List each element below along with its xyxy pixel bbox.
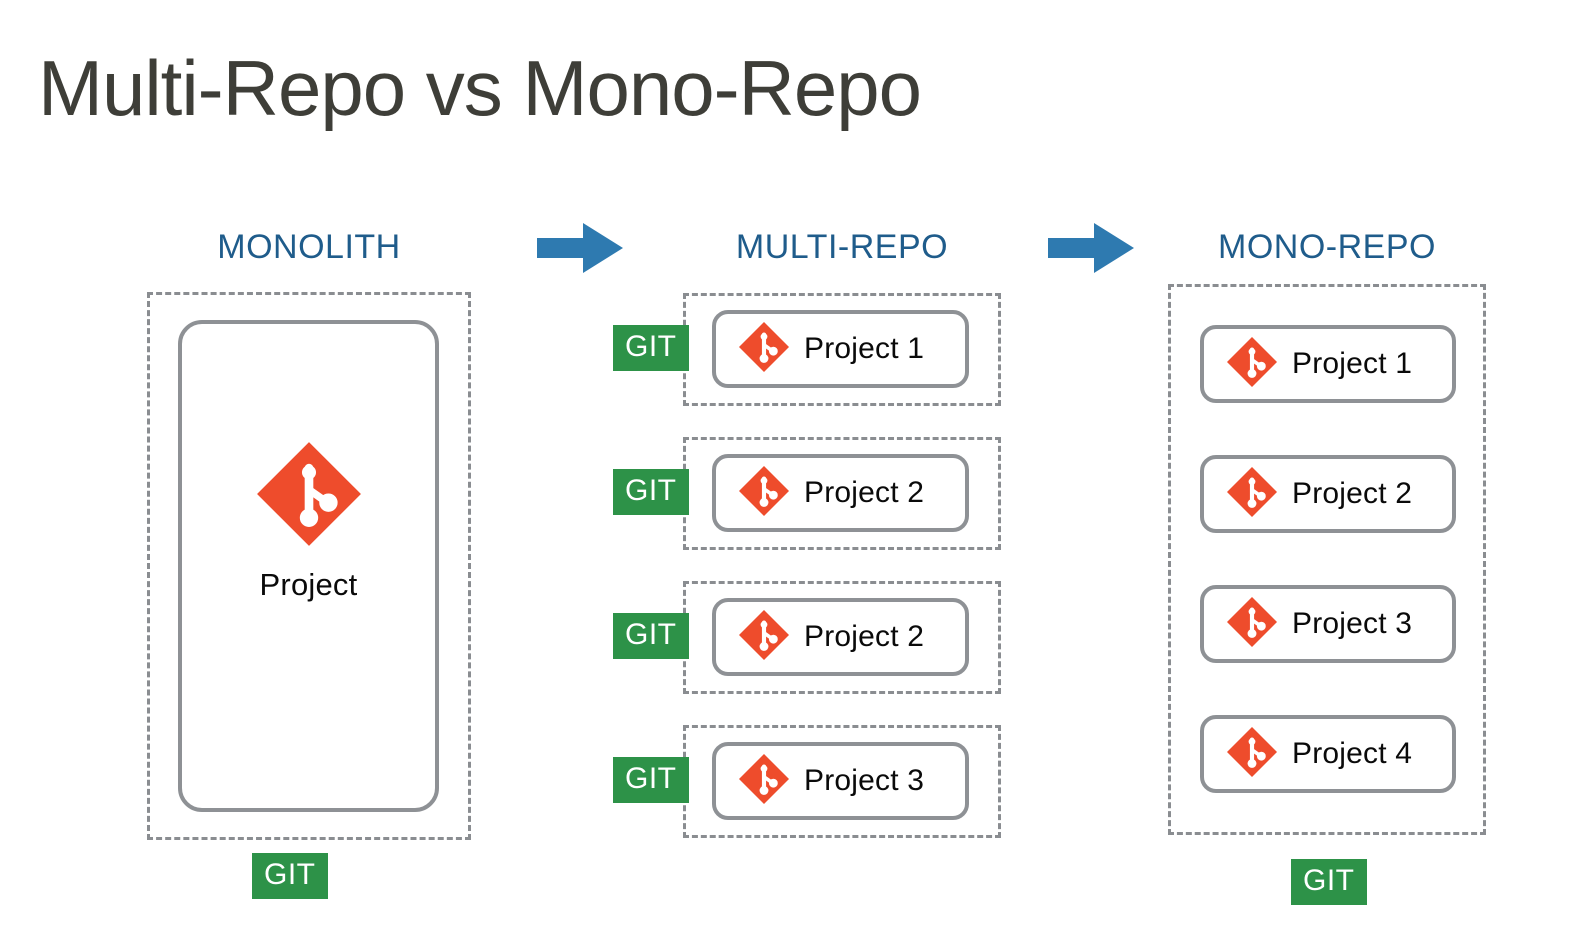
git-logo-icon	[1226, 466, 1278, 523]
git-logo-icon	[738, 609, 790, 666]
arrow-monolith-to-multirepo-icon	[535, 219, 625, 277]
git-logo-icon	[255, 440, 363, 553]
multirepo-git-badge-1: GIT	[613, 325, 689, 371]
monolith-project-label: Project	[259, 567, 358, 602]
multirepo-project-label-4: Project 3	[804, 764, 925, 797]
git-logo-icon	[1226, 336, 1278, 393]
monolith-project-box[interactable]	[178, 320, 439, 812]
monorepo-git-badge: GIT	[1291, 859, 1367, 905]
git-logo-icon	[738, 465, 790, 522]
multirepo-row-1[interactable]: GIT Project 1	[613, 293, 1001, 406]
monolith-project-content: Project	[178, 440, 439, 603]
multirepo-git-badge-3: GIT	[613, 613, 689, 659]
page-title: Multi-Repo vs Mono-Repo	[38, 44, 922, 132]
monorepo-project-label-1: Project 1	[1292, 347, 1413, 380]
multirepo-project-label-1: Project 1	[804, 332, 925, 365]
monorepo-project-label-2: Project 2	[1292, 477, 1413, 510]
multirepo-row-4[interactable]: GIT Project 3	[613, 725, 1001, 838]
multirepo-project-label-3: Project 2	[804, 620, 925, 653]
monorepo-project-box-1[interactable]: Project 1	[1200, 325, 1456, 403]
column-header-monolith: MONOLITH	[217, 228, 401, 266]
monorepo-project-box-4[interactable]: Project 4	[1200, 715, 1456, 793]
column-header-monorepo: MONO-REPO	[1218, 228, 1436, 266]
monolith-git-badge: GIT	[252, 853, 328, 899]
monorepo-project-label-4: Project 4	[1292, 737, 1413, 770]
arrow-multirepo-to-monorepo-icon	[1046, 219, 1136, 277]
git-logo-icon	[1226, 596, 1278, 653]
column-header-multirepo: MULTI-REPO	[735, 228, 949, 266]
multirepo-project-label-2: Project 2	[804, 476, 925, 509]
git-logo-icon	[738, 321, 790, 378]
monorepo-dashed-container	[1168, 284, 1486, 835]
monolith-dashed-container	[147, 292, 471, 840]
multirepo-git-badge-2: GIT	[613, 469, 689, 515]
multirepo-project-box-1[interactable]: Project 1	[712, 310, 969, 388]
multirepo-project-box-4[interactable]: Project 3	[712, 742, 969, 820]
git-logo-icon	[1226, 726, 1278, 783]
multirepo-git-badge-4: GIT	[613, 757, 689, 803]
monorepo-project-box-3[interactable]: Project 3	[1200, 585, 1456, 663]
multirepo-row-2[interactable]: GIT Project 2	[613, 437, 1001, 550]
multirepo-row-3[interactable]: GIT Project 2	[613, 581, 1001, 694]
monorepo-project-box-2[interactable]: Project 2	[1200, 455, 1456, 533]
monorepo-project-label-3: Project 3	[1292, 607, 1413, 640]
multirepo-project-box-2[interactable]: Project 2	[712, 454, 969, 532]
multirepo-project-box-3[interactable]: Project 2	[712, 598, 969, 676]
git-logo-icon	[738, 753, 790, 810]
